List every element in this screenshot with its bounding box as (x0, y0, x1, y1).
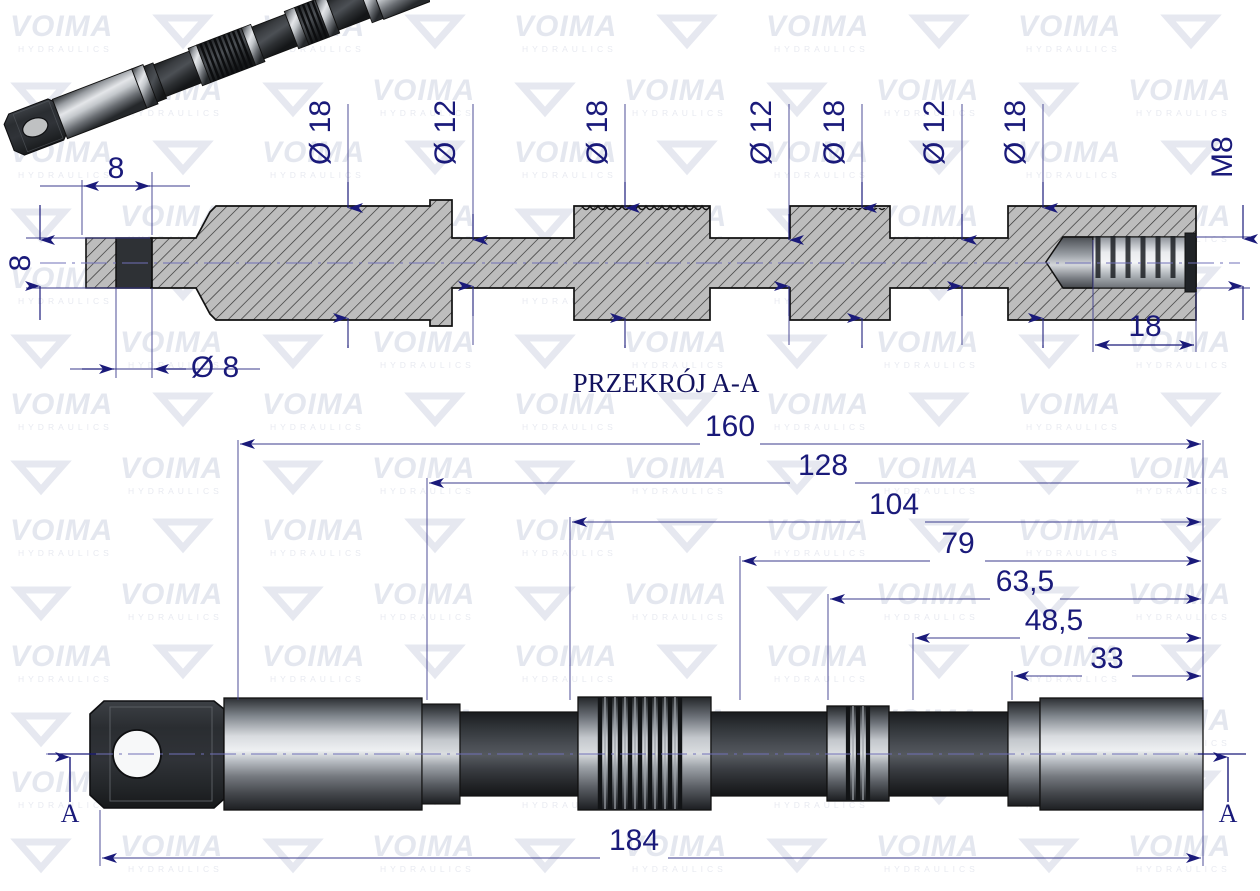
dim-value-height8: 8 (4, 255, 37, 272)
diameter-callout: Ø 18 (581, 100, 640, 348)
elevation-dim-chain: 160 128 104 (237, 410, 1204, 700)
dim-height-8: 8 (4, 205, 150, 320)
dim-value: 48,5 (1025, 604, 1083, 637)
diameter-callout: Ø 12 (918, 100, 977, 345)
diameter-label: Ø 12 (745, 100, 778, 165)
dim-overall-184: 184 (99, 810, 1204, 866)
dim-value-bore-d8: Ø 8 (191, 351, 239, 384)
dim-thread-m8: M8 (1196, 136, 1258, 320)
dim-79: 79 (739, 527, 1204, 700)
dim-value-overall: 184 (609, 824, 659, 857)
diameter-callout: Ø 18 (304, 100, 363, 348)
dim-width-8: 8 (40, 152, 190, 235)
dim-bore-d8: Ø 8 (70, 288, 260, 384)
dim-value: 104 (869, 488, 919, 521)
dim-value: 63,5 (996, 565, 1054, 598)
dim-value-m8: M8 (1206, 136, 1239, 178)
dim-value: 79 (941, 527, 974, 560)
dim-63-5: 63,5 (827, 565, 1204, 700)
cross-section-view (40, 199, 1240, 327)
dim-thread-depth-18: 18 (1092, 240, 1197, 352)
diameter-label: Ø 18 (818, 100, 851, 165)
dim-160: 160 (237, 410, 1204, 700)
isometric-3d-view (3, 0, 430, 156)
dim-value: 33 (1090, 642, 1123, 675)
dim-48-5: 48,5 (912, 604, 1204, 700)
dim-value-width8: 8 (108, 152, 125, 185)
section-marker-right: A (1198, 752, 1246, 828)
diameter-callout: Ø 18 (818, 100, 877, 348)
dim-104: 104 (569, 488, 1204, 700)
diameter-label: Ø 18 (304, 100, 337, 165)
section-mark-label: A (61, 799, 80, 828)
section-marker-left: A (48, 752, 96, 828)
dim-33: 33 (1011, 642, 1204, 700)
diameter-label: Ø 18 (999, 100, 1032, 165)
section-title: PRZEKRÓJ A-A (573, 368, 760, 398)
diameter-label: Ø 12 (429, 100, 462, 165)
dim-value-thread-depth: 18 (1128, 310, 1161, 343)
diameter-label: Ø 12 (918, 100, 951, 165)
elev-knurl-band-b (845, 706, 871, 800)
diameter-callout: Ø 12 (745, 100, 804, 345)
elevation-view (46, 696, 1236, 811)
diameter-label: Ø 18 (581, 100, 614, 165)
diameter-callouts: Ø 18 Ø 12 Ø 18 (304, 100, 1058, 348)
diameter-callout: Ø 12 (429, 100, 488, 345)
elev-clevis-end (89, 700, 225, 809)
dim-128: 128 (426, 449, 1204, 700)
diameter-callout: Ø 18 (999, 100, 1058, 348)
section-knurl-band-b (830, 208, 886, 211)
section-mark-label: A (1219, 799, 1238, 828)
dim-value: 160 (705, 410, 755, 443)
section-knurl-band-a (581, 204, 710, 211)
dim-value: 128 (798, 449, 848, 482)
